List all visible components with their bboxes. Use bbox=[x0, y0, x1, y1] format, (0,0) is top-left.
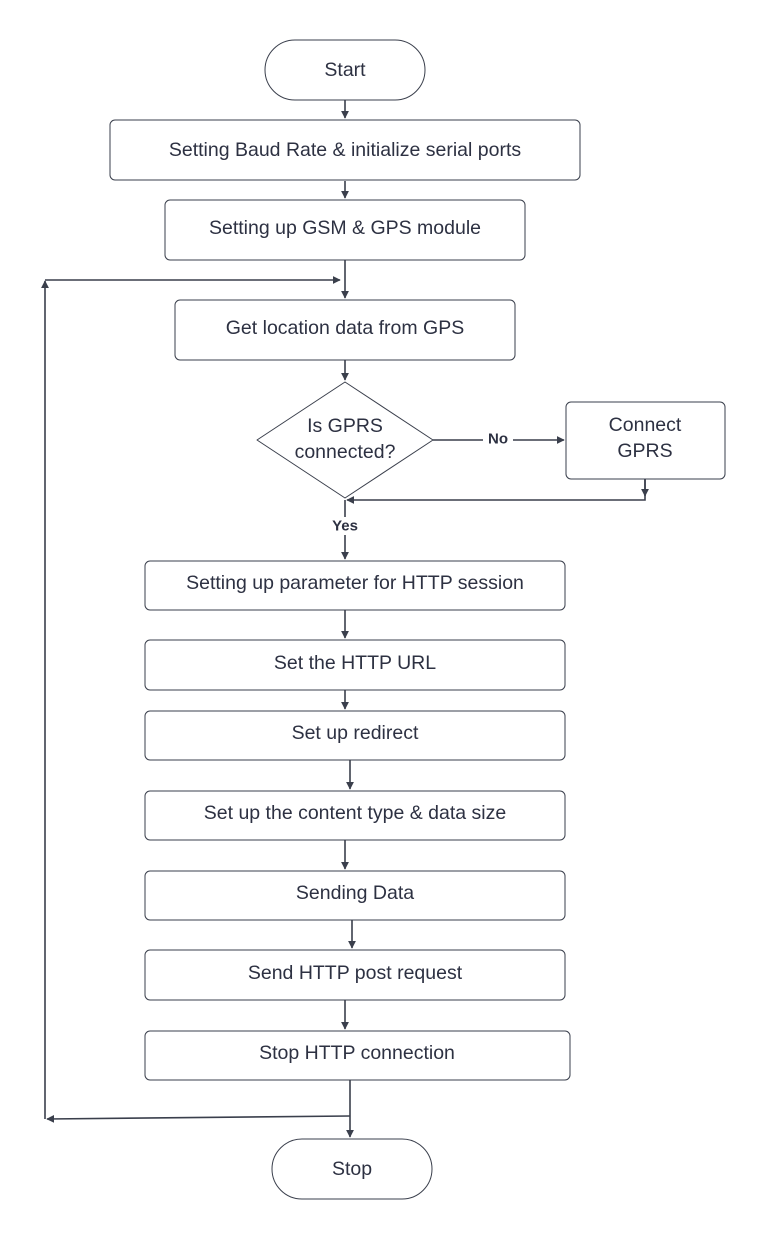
node-connect-gprs: Connect GPRS bbox=[565, 401, 726, 480]
node-gprs-decision: Is GPRS connected? bbox=[256, 381, 434, 499]
node-gsm-gps-label: Setting up GSM & GPS module bbox=[209, 217, 481, 239]
node-post-request: Send HTTP post request bbox=[144, 949, 566, 1001]
node-redirect: Set up redirect bbox=[144, 710, 566, 761]
node-baud-rate: Setting Baud Rate & initialize serial po… bbox=[109, 119, 581, 181]
node-redirect-label: Set up redirect bbox=[292, 722, 419, 744]
node-http-params-label: Setting up parameter for HTTP session bbox=[186, 572, 524, 594]
edge-loop-left-arrow bbox=[46, 1114, 351, 1123]
node-http-url-label: Set the HTTP URL bbox=[274, 652, 436, 674]
node-stop-label: Stop bbox=[332, 1158, 372, 1180]
yes-label-bg bbox=[326, 517, 364, 535]
node-baud-rate-label: Setting Baud Rate & initialize serial po… bbox=[169, 139, 522, 161]
node-start: Start bbox=[264, 39, 426, 101]
node-sending-data-label: Sending Data bbox=[296, 882, 414, 904]
edges bbox=[41, 100, 649, 1138]
node-location: Get location data from GPS bbox=[174, 299, 516, 361]
node-start-label: Start bbox=[324, 59, 366, 81]
node-post-request-label: Send HTTP post request bbox=[248, 962, 463, 984]
node-gprs-decision-line2: connected? bbox=[295, 441, 396, 463]
node-connect-gprs-line2: GPRS bbox=[617, 440, 672, 462]
node-connect-gprs-line1: Connect bbox=[609, 414, 682, 436]
edge-label-yes: Yes bbox=[332, 518, 358, 535]
node-gprs-decision-line1: Is GPRS bbox=[307, 415, 383, 437]
node-stop-http: Stop HTTP connection bbox=[144, 1030, 571, 1081]
node-content-type: Set up the content type & data size bbox=[144, 790, 566, 841]
node-http-params: Setting up parameter for HTTP session bbox=[144, 560, 566, 611]
node-stop: Stop bbox=[271, 1138, 433, 1200]
node-location-label: Get location data from GPS bbox=[226, 317, 464, 339]
no-label-bg bbox=[483, 430, 513, 448]
node-gsm-gps: Setting up GSM & GPS module bbox=[164, 199, 526, 261]
edge-label-no: No bbox=[488, 431, 508, 448]
node-http-url: Set the HTTP URL bbox=[144, 639, 566, 691]
node-stop-http-label: Stop HTTP connection bbox=[259, 1042, 455, 1064]
edge-connect-return bbox=[346, 479, 646, 504]
node-sending-data: Sending Data bbox=[144, 870, 566, 921]
node-content-type-label: Set up the content type & data size bbox=[204, 802, 506, 824]
